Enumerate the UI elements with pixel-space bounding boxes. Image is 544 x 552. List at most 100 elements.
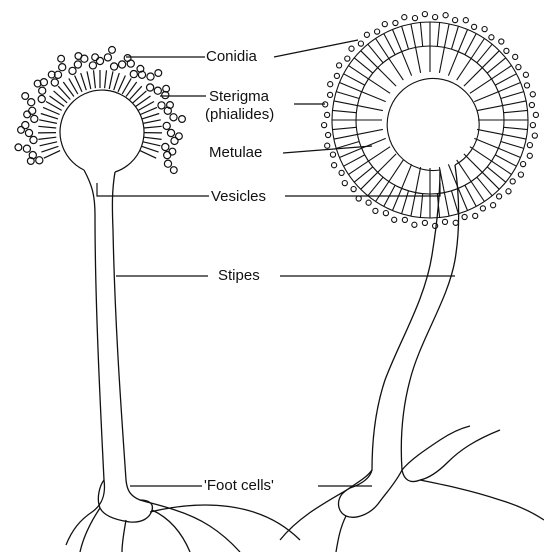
label-metulae: Metulae <box>209 144 262 161</box>
conidium <box>104 54 111 61</box>
conidium <box>513 54 518 59</box>
metula <box>477 129 503 134</box>
metula <box>402 52 412 76</box>
phialide <box>344 74 365 85</box>
conidium <box>130 71 137 78</box>
phialide <box>109 71 113 89</box>
phialide <box>498 148 520 157</box>
conidium <box>59 64 66 71</box>
phialide <box>87 71 91 89</box>
conidium <box>326 132 331 137</box>
conidium <box>30 136 37 143</box>
label-vesicles: Vesicles <box>211 188 266 205</box>
leader-lines <box>97 40 455 486</box>
conidium <box>111 63 118 70</box>
conidium <box>349 46 354 51</box>
conidium <box>69 67 76 74</box>
phialide <box>498 83 520 92</box>
phialide <box>495 155 516 166</box>
conidium <box>402 15 407 20</box>
phialide <box>503 101 526 106</box>
label-sterigma: Sterigma <box>209 88 269 105</box>
conidium <box>433 15 438 20</box>
label-phialides: (phialides) <box>205 106 274 123</box>
phialide <box>420 194 422 218</box>
phialide <box>333 127 357 129</box>
label-conidia: Conidia <box>206 48 257 65</box>
phialide <box>333 110 357 112</box>
metula <box>402 164 412 188</box>
conidium <box>345 56 350 61</box>
conidium <box>392 217 397 222</box>
metula <box>362 92 386 102</box>
conidium <box>393 20 398 25</box>
phialide <box>402 191 409 214</box>
metula <box>464 154 482 172</box>
phialide <box>143 142 161 146</box>
conidium <box>51 79 58 86</box>
metula <box>464 68 482 86</box>
conidium <box>23 145 30 152</box>
phialide <box>465 34 476 55</box>
phialide <box>38 126 56 128</box>
conidium <box>422 12 427 17</box>
conidium <box>482 27 487 32</box>
conidium <box>530 92 535 97</box>
conidium <box>480 206 485 211</box>
phialide <box>393 30 402 52</box>
conidium <box>334 73 339 78</box>
conidium <box>453 18 458 23</box>
conidium <box>524 83 529 88</box>
conidia-leader-right <box>274 40 358 57</box>
conidium <box>171 137 178 144</box>
conidium <box>453 220 458 225</box>
metula <box>357 129 383 134</box>
conidium <box>164 160 171 167</box>
phialide <box>501 92 524 99</box>
conidium <box>337 63 342 68</box>
conidium <box>351 187 356 192</box>
label-foot-cells: 'Foot cells' <box>204 477 274 494</box>
conidium <box>342 181 347 186</box>
conidium <box>497 194 502 199</box>
label-stipes: Stipes <box>218 267 260 284</box>
metula <box>378 154 396 172</box>
conidium <box>521 162 526 167</box>
phialide <box>503 134 526 139</box>
conidium <box>24 111 31 118</box>
conidium <box>322 123 327 128</box>
phialide <box>140 151 156 159</box>
conidium <box>422 220 427 225</box>
conidium <box>373 208 378 213</box>
conidium <box>163 122 170 129</box>
conidium <box>443 13 448 18</box>
conidium <box>506 189 511 194</box>
phialide <box>81 73 87 90</box>
phialide <box>452 26 459 49</box>
conidium <box>81 55 88 62</box>
conidium <box>39 87 46 94</box>
phialide <box>504 127 528 129</box>
conidium <box>516 65 521 70</box>
conidium <box>109 47 116 54</box>
conidium <box>89 62 96 69</box>
conidium <box>164 152 171 159</box>
conidium <box>127 60 134 67</box>
conidium <box>533 112 538 117</box>
phialide <box>40 142 58 146</box>
conidium <box>527 143 532 148</box>
conidium <box>473 213 478 218</box>
phialide <box>105 70 107 88</box>
phialide <box>334 134 358 139</box>
phialide <box>39 120 57 124</box>
metula <box>470 79 492 93</box>
metula <box>357 106 383 111</box>
phialide <box>402 26 409 49</box>
conidium <box>74 61 81 68</box>
conidium <box>170 114 177 121</box>
left-vesicle <box>60 90 144 172</box>
conidium <box>58 55 65 62</box>
conidium <box>358 41 363 46</box>
right-vesicle <box>387 79 479 171</box>
